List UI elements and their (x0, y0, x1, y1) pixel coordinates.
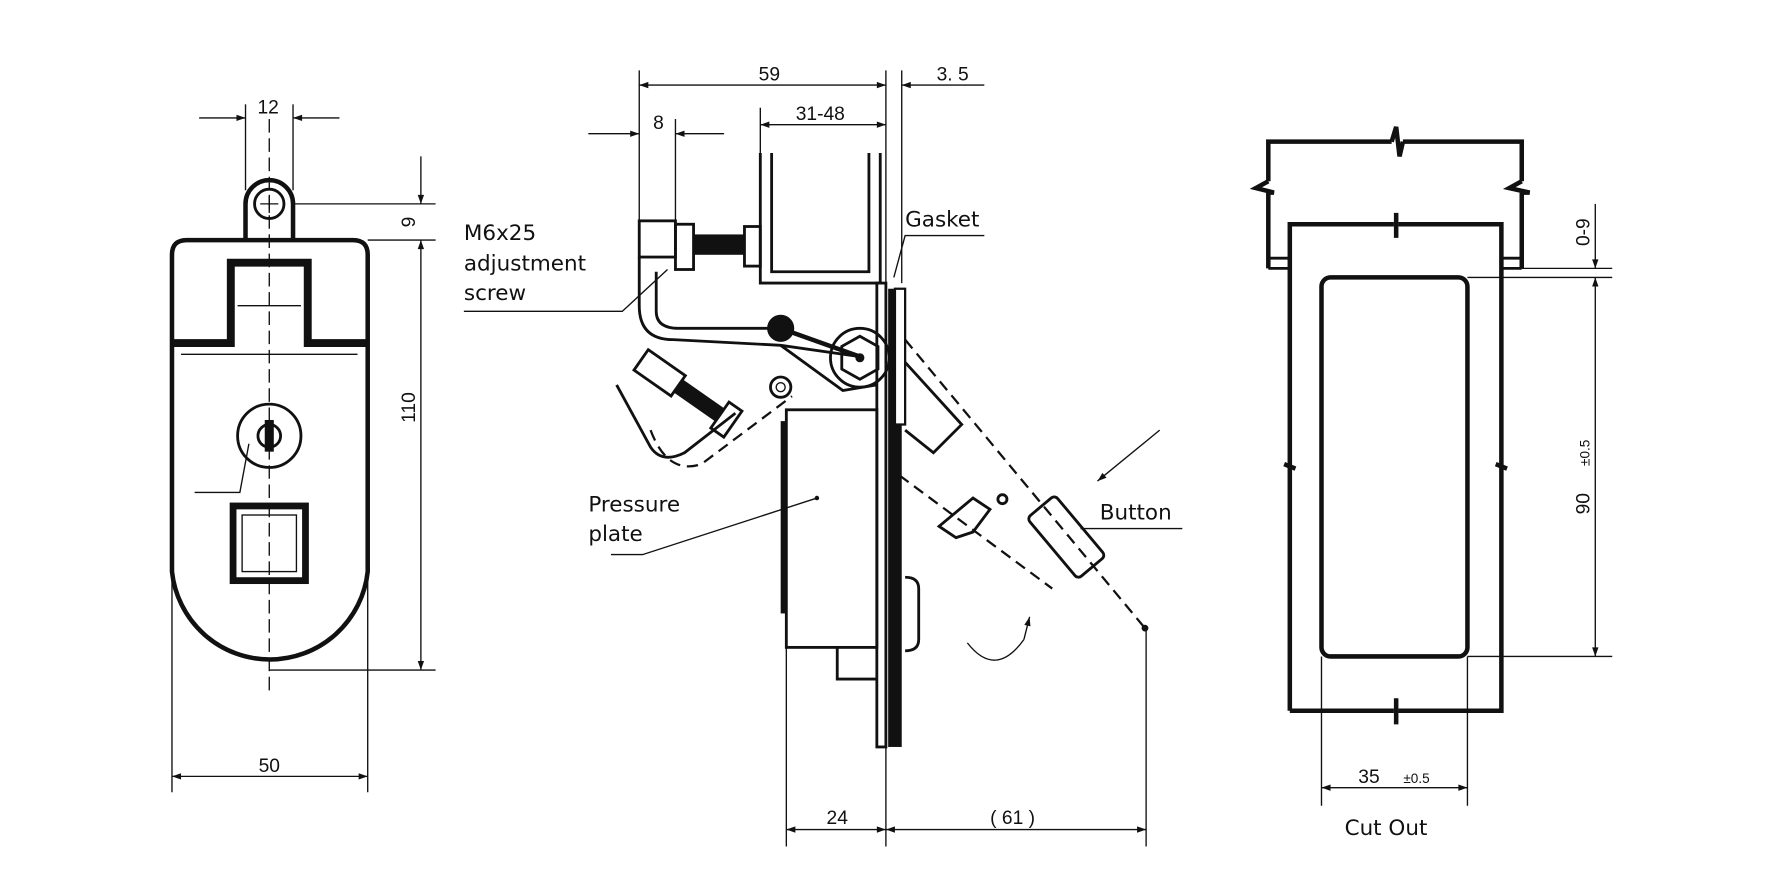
label-adjustment: adjustment (464, 252, 586, 277)
dim-61: ( 61 ) (990, 808, 1035, 829)
square-hole (229, 502, 309, 585)
dim-24: 24 (827, 808, 849, 829)
dim-0-9: 0-9 (1574, 218, 1595, 246)
hex-nut (840, 334, 880, 381)
front-view: 12 9 110 50 (169, 97, 436, 793)
latch-body (169, 237, 370, 662)
panel-outline (1266, 139, 1525, 269)
dim-35-tolerance: ±0.5 (1403, 771, 1429, 786)
pressure-leader (610, 497, 818, 556)
dim-90-tolerance: ±0.5 (1578, 440, 1593, 466)
dim-35: 35 (1358, 767, 1379, 788)
dim-59: 59 (759, 65, 780, 86)
dim-31-48: 31-48 (796, 104, 845, 125)
button-part (1027, 495, 1106, 579)
dim-90: 90 (1574, 493, 1595, 514)
label-gasket: Gasket (905, 208, 979, 233)
handle-open-dashed (904, 338, 1146, 629)
pressure-plate (784, 408, 879, 649)
dim-12: 12 (257, 97, 278, 118)
panel-bracket (758, 152, 882, 285)
cutout-view: 0-9 90 ±0.5 35 ±0.5 Cut Out (1249, 126, 1613, 841)
cutout-title: Cut Out (1345, 816, 1428, 841)
press-arrow (1097, 429, 1161, 482)
dim-110: 110 (399, 392, 420, 423)
dim-9: 9 (399, 217, 420, 228)
tab-hole (253, 187, 286, 221)
label-pressure: Pressure (588, 493, 680, 518)
label-plate: plate (588, 522, 642, 547)
label-button: Button (1100, 501, 1172, 526)
handle (904, 361, 964, 455)
key-lock-icon (236, 402, 303, 469)
screw-block (637, 219, 677, 259)
gasket-leader (893, 234, 985, 278)
hook-closed-dashed (649, 395, 793, 468)
side-view: 59 3. 5 8 31-48 (463, 65, 1183, 847)
dim-50: 50 (259, 756, 280, 777)
rotate-arrow (966, 639, 1025, 661)
label-m6x25: M6x25 (464, 221, 536, 246)
label-screw: screw (464, 281, 526, 306)
handle-recess (171, 258, 368, 348)
cutout-hole (1319, 275, 1470, 659)
top-tab (243, 177, 296, 241)
adjust-arm (637, 257, 861, 359)
dim-3-5: 3. 5 (937, 65, 969, 86)
threaded-rod (693, 234, 745, 255)
latch-catch (936, 496, 993, 540)
hook-open (615, 384, 737, 459)
screw-leader (463, 269, 668, 313)
dim-8: 8 (653, 113, 664, 134)
key-leader (194, 443, 250, 494)
